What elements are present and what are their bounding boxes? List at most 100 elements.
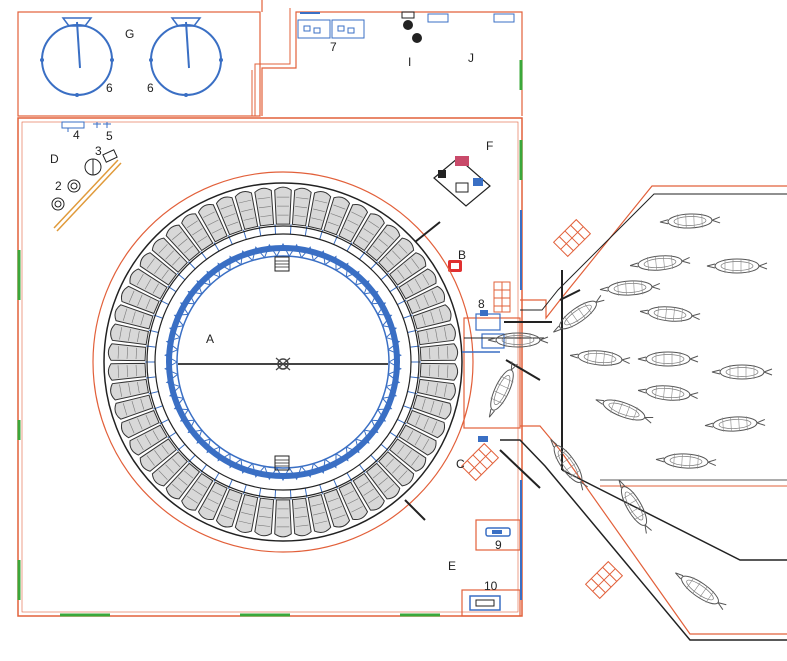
desk-9 (485, 527, 511, 537)
truss-segment (377, 313, 393, 327)
stall-hatch (443, 327, 447, 340)
stall-hatch (404, 450, 412, 461)
stall-hatch (294, 506, 306, 509)
stall-hatch (311, 503, 323, 507)
cow (629, 252, 691, 274)
stall-hatch (446, 346, 449, 359)
label-D: D (50, 152, 59, 166)
stall-hatch (397, 269, 405, 279)
stall-hatch (314, 520, 328, 525)
truss-segment (240, 250, 253, 265)
stall-hatch (421, 314, 426, 326)
stall-hatch (372, 470, 382, 479)
stall-hatch (295, 524, 309, 527)
truss-segment (187, 420, 202, 434)
stall-hatch (145, 298, 151, 310)
truss-segment (324, 453, 337, 469)
stall-hatch (119, 327, 123, 340)
stall-hatch (243, 503, 255, 507)
label-F: F (486, 139, 493, 153)
cow (704, 414, 766, 434)
stall-hatch (137, 294, 143, 306)
stall-hatch (430, 400, 435, 413)
radial-guides (404, 221, 441, 521)
storage-tank-2 (149, 17, 223, 97)
stall-hatch (165, 250, 174, 260)
stall-hatch (172, 256, 181, 266)
stall (352, 213, 385, 252)
truss-segment (335, 446, 349, 462)
stall-hatch (414, 278, 422, 290)
stall (181, 213, 214, 252)
truss-segment (385, 337, 401, 351)
stall-hatch (172, 458, 181, 468)
stall-hatch (333, 514, 346, 520)
stall-hatch (122, 403, 128, 416)
stall-hatch (172, 484, 183, 493)
label-A: A (206, 332, 214, 346)
equipment-D (51, 121, 118, 211)
stall-hatch (313, 512, 325, 516)
stall-hatch (192, 488, 203, 496)
stall-hatch (257, 197, 271, 200)
stall-hatch (363, 488, 374, 496)
cow (548, 291, 608, 339)
cow (637, 351, 699, 367)
label-B: B (458, 248, 466, 262)
cow (655, 451, 717, 471)
stall-hatch (137, 381, 140, 394)
stall-hatch (238, 520, 252, 525)
stall-hatch (131, 311, 136, 324)
stall-hatch (397, 445, 405, 455)
stall-hatch (426, 381, 429, 394)
area-labels: A B C D E F G I J 2 3 4 5 6 6 7 8 9 10 (50, 27, 502, 593)
truss-segment (313, 250, 326, 265)
stall-hatch (311, 217, 323, 221)
stall-hatch (385, 256, 394, 266)
stall-hatch (203, 506, 215, 513)
truss-segment (229, 453, 242, 469)
rotary-rings (103, 182, 463, 542)
stall-hatch (161, 269, 169, 279)
stall-hatch (295, 197, 309, 200)
truss-segment (206, 270, 220, 286)
stall-hatch (343, 227, 355, 234)
stall-hatch (422, 273, 430, 286)
stall-hatch (152, 283, 159, 294)
truss-segment (196, 280, 211, 295)
stall-hatch (415, 298, 421, 310)
cow (482, 359, 522, 421)
truss-segment (217, 446, 231, 462)
stall-hatch (207, 219, 219, 226)
stall-hatch (146, 258, 155, 269)
stall-hatch (136, 438, 144, 451)
stall (352, 472, 385, 511)
stall-hatch (165, 464, 174, 474)
truss-segment (377, 397, 393, 411)
truss-segment (173, 313, 189, 327)
stall-hatch (443, 384, 447, 397)
stall-hatch (426, 330, 429, 343)
stall-hatch (407, 430, 414, 441)
stall-hatch (258, 515, 271, 518)
stall-hatch (333, 204, 346, 210)
stall-hatch (392, 250, 401, 260)
holding-yard-walls (500, 185, 787, 641)
stall-hatch (435, 383, 438, 395)
stall-hatch (260, 506, 272, 509)
grate-yard-top (552, 218, 592, 258)
cow (670, 566, 730, 614)
label-3: 3 (95, 144, 102, 158)
stall-hatch (241, 208, 253, 212)
stall-hatch (223, 213, 236, 218)
stall-hatch (211, 227, 223, 234)
stall-hatch (378, 238, 388, 247)
stall-hatch (207, 498, 219, 505)
cow (639, 303, 701, 325)
stall-hatch (137, 330, 140, 343)
truss-segment (346, 270, 360, 286)
stall-hatch (415, 414, 421, 426)
stall-hatch (126, 346, 129, 359)
truss-segment (382, 386, 398, 399)
stall-hatch (178, 238, 188, 247)
